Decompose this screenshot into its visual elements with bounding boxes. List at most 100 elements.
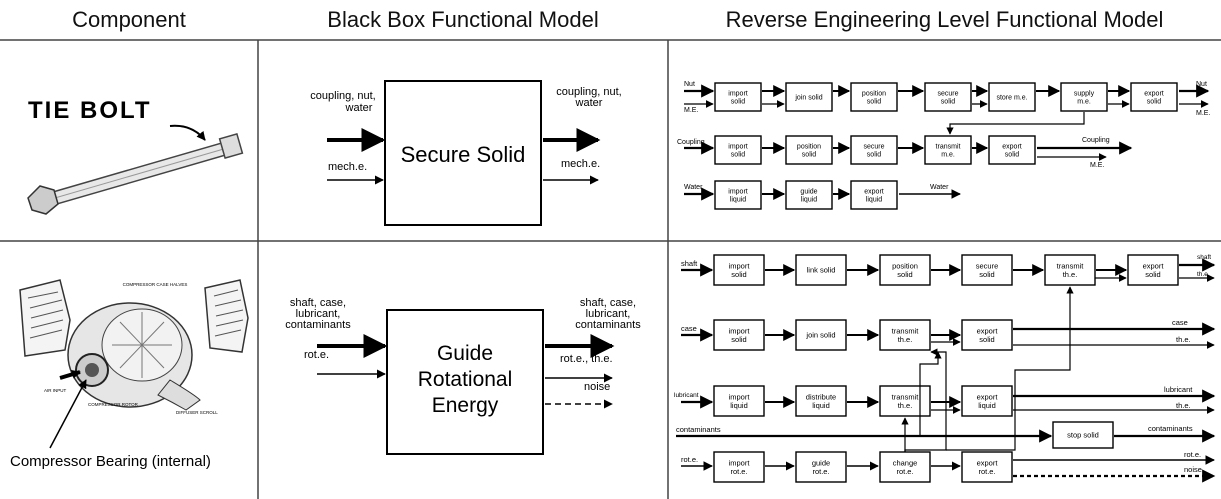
block-r1c1-5-text: supply <box>1074 90 1095 97</box>
bb1-out-top-line2: water <box>575 97 603 109</box>
block-stop-solid-text: stop solid <box>1067 431 1099 440</box>
label-rote-in: rot.e. <box>681 455 698 464</box>
block-r1c2-1-text: position <box>797 143 821 150</box>
block-r1c1-0-text: import <box>728 90 748 97</box>
block-r1c3-2-text: liquid <box>866 196 882 203</box>
label-contaminants-out: contaminants <box>1148 424 1193 433</box>
block-r2a-3-text: solid <box>979 270 994 279</box>
block-r2c-3-text: export <box>977 392 999 401</box>
table-grid <box>0 39 1221 499</box>
block-r1c2-2-text: secure <box>863 143 884 150</box>
block-r2c-0-text: liquid <box>730 401 748 410</box>
label-the-out-b: th.e. <box>1176 335 1191 344</box>
label-coupling-out: Coupling <box>1082 137 1110 144</box>
block-r1c2-0-text: import <box>728 143 748 150</box>
block-r1c2-3-text: transmit <box>936 143 961 150</box>
bb2-in-rote: rot.e. <box>304 349 329 361</box>
block-r2c-0-text: import <box>729 392 751 401</box>
block-r1c2-4-text: solid <box>1005 151 1020 158</box>
label-nut-in: Nut <box>684 81 695 88</box>
block-r2e-3-text: rot.e. <box>978 467 995 476</box>
block-r1c2-4-text: export <box>1002 143 1022 150</box>
block-r2b-1: join solid <box>795 319 847 351</box>
block-r2c-1-text: liquid <box>812 401 830 410</box>
block-r1c3-0-text: liquid <box>730 196 746 203</box>
label-rote-out: rot.e. <box>1184 450 1201 459</box>
block-r2a-5-text: solid <box>1145 270 1160 279</box>
label-me-out: M.E. <box>1196 110 1210 117</box>
block-r2c-2-text: transmit <box>892 392 920 401</box>
header-black-box: Black Box Functional Model <box>327 7 599 32</box>
bb1-out-top-line1: coupling, nut, <box>556 86 621 98</box>
flow-to-transmit-a <box>946 286 1074 451</box>
block-r2c-1-text: distribute <box>806 392 836 401</box>
block-r1c1-4: store m.e. <box>988 82 1036 112</box>
block-r1c1-1-text: join solid <box>794 94 822 101</box>
block-r2a-2-text: position <box>892 261 918 270</box>
block-r2a-4-text: th.e. <box>1063 270 1078 279</box>
label-noise-out: noise <box>1184 465 1202 474</box>
block-r2e-0-text: import <box>729 458 751 467</box>
block-stop-solid: stop solid <box>1052 421 1114 449</box>
bb2-in-line3: contaminants <box>285 319 351 331</box>
block-r1c2-3-text: m.e. <box>941 151 955 158</box>
block-r1c3-0-text: import <box>728 188 748 195</box>
block-r2a-0-text: solid <box>731 270 746 279</box>
compressor-illustration: COMPRESSOR CASE HALVES AIR INPUT COMPRES… <box>10 279 249 470</box>
block-r2b-3-text: solid <box>979 335 994 344</box>
bb2-in-line1: shaft, case, <box>290 297 346 309</box>
black-box-secure-solid: Secure Solid coupling, nut, water mech.e… <box>310 80 622 226</box>
block-r1c3-1-text: guide <box>800 188 817 195</box>
block-r1c1-5-text: m.e. <box>1077 98 1091 105</box>
label-air-input: AIR INPUT <box>44 388 67 393</box>
bb1-in-top-line2: water <box>345 102 373 114</box>
block-r1c1-1: join solid <box>785 82 833 112</box>
label-case-in: case <box>681 324 697 333</box>
bb2-out-rote-the: rot.e., th.e. <box>560 353 613 365</box>
block-r2a-2-text: solid <box>897 270 912 279</box>
flow-contam-branch <box>919 351 942 436</box>
tie-bolt-label: TIE BOLT <box>28 97 152 124</box>
block-r2a-4-text: transmit <box>1057 261 1085 270</box>
block-r2a-1-text: link solid <box>807 266 836 275</box>
label-compressor-rotor: COMPRESSOR ROTOR <box>88 402 139 407</box>
black-box-guide-rotational-energy: Guide Rotational Energy shaft, case, lub… <box>285 297 641 455</box>
label-diffuser-scroll: DIFFUSER SCROLL <box>176 410 218 415</box>
block-r1c2-1-text: solid <box>802 151 817 158</box>
block-r2b-0-text: solid <box>731 335 746 344</box>
bb1-in-top-line1: coupling, nut, <box>310 90 375 102</box>
label-shaft-out: shaft <box>1197 254 1211 261</box>
label-me-in: M.E. <box>684 107 698 114</box>
label-the-out-a: th.e. <box>1197 271 1210 278</box>
block-r1c3-1-text: liquid <box>801 196 817 203</box>
block-r2c-3-text: liquid <box>978 401 996 410</box>
block-r2b-3-text: export <box>977 326 999 335</box>
bb2-out-noise: noise <box>584 381 610 393</box>
block-r2c-2-text: th.e. <box>898 401 913 410</box>
label-lubricant-out: lubricant <box>1164 385 1193 394</box>
tie-bolt-illustration: TIE BOLT <box>27 97 244 215</box>
